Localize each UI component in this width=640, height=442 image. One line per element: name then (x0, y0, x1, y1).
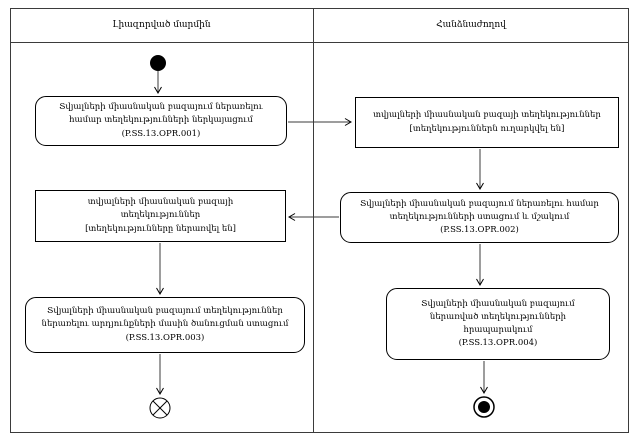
action-box-publish-information: Տվյալների միասնական բազայում ներառված տե… (386, 288, 610, 360)
lane-header-commission: Հանձնաժողով (313, 8, 629, 42)
object-box-information-included: տվյալների միասնական բազայի տեղեկությունն… (35, 190, 286, 242)
action-text: Տվյալների միասնական բազայում տեղեկությու… (41, 306, 289, 330)
object-box-information-sent: տվյալների միասնական բազայի տեղեկությունն… (355, 97, 619, 148)
lane-label: Լիազորված մարմին (112, 20, 211, 30)
process-code: (P.SS.13.OPR.001) (121, 128, 201, 139)
lane-header-separator (10, 42, 629, 43)
process-code: (P.SS.13.OPR.004) (458, 338, 538, 349)
action-box-submit-information: Տվյալների միասնական բազայում ներառելու հ… (35, 96, 287, 146)
action-box-receive-notification: Տվյալների միասնական բազայում տեղեկությու… (25, 297, 305, 353)
object-text: տվյալների միասնական բազայի տեղեկությունն… (87, 197, 234, 221)
process-code: (P.SS.13.OPR.003) (125, 332, 205, 343)
lane-header-authorized-body: Լիազորված մարմին (10, 8, 313, 42)
object-state: [տեղեկություններն ուղարկվել են] (409, 124, 565, 134)
object-text: տվյալների միասնական բազայի տեղեկությունն… (373, 110, 601, 121)
lane-label: Հանձնաժողով (436, 20, 506, 30)
object-state: [տեղեկությունները ներառվել են] (85, 223, 236, 234)
action-text: Տվյալների միասնական բազայում ներառելու հ… (360, 198, 599, 222)
process-code: (P.SS.13.OPR.002) (440, 225, 519, 236)
lane-divider (313, 8, 314, 433)
action-text: Տվյալների միասնական բազայում ներառելու հ… (59, 102, 263, 126)
action-text: Տվյալների միասնական բազայում ներառված տե… (421, 299, 575, 335)
action-box-receive-process-information: Տվյալների միասնական բազայում ներառելու հ… (340, 192, 619, 243)
